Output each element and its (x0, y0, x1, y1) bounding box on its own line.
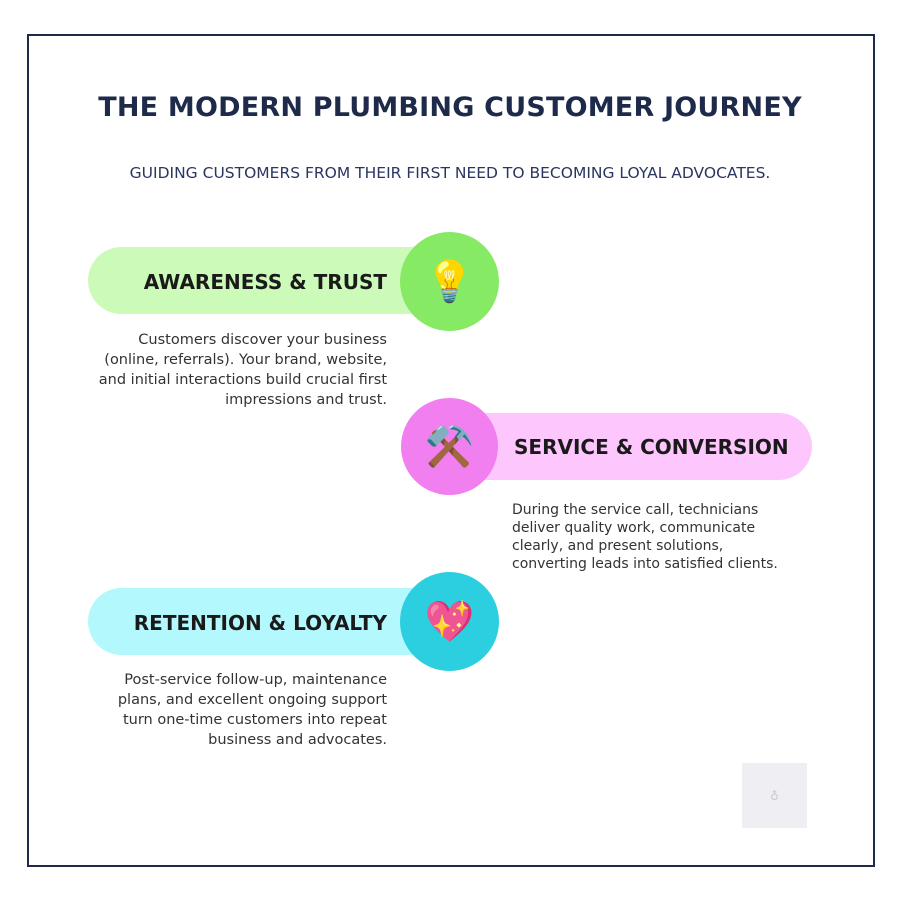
lightbulb-icon: 💡 (424, 259, 475, 305)
hammer-wrench-icon: ⚒️ (424, 424, 475, 470)
page-subtitle: GUIDING CUSTOMERS FROM THEIR FIRST NEED … (129, 164, 771, 182)
sparkling-heart-icon: 💖 (424, 599, 475, 645)
stage-retention-circle: 💖 (400, 572, 499, 671)
stage-retention-description: Post-service follow-up, maintenance plan… (117, 672, 387, 748)
stage-service-label: SERVICE & CONVERSION (514, 435, 789, 459)
infographic-frame (27, 34, 875, 867)
page-title: THE MODERN PLUMBING CUSTOMER JOURNEY (98, 92, 802, 123)
stage-awareness-circle: 💡 (400, 232, 499, 331)
stage-service-description: During the service call, technicians del… (512, 502, 778, 572)
watermark-logo: ♁ (742, 763, 807, 828)
stage-retention-label: RETENTION & LOYALTY (133, 611, 387, 635)
stage-service-circle: ⚒️ (401, 398, 498, 495)
stage-awareness-description: Customers discover your business (online… (98, 332, 387, 408)
stage-awareness-label: AWARENESS & TRUST (143, 270, 387, 294)
